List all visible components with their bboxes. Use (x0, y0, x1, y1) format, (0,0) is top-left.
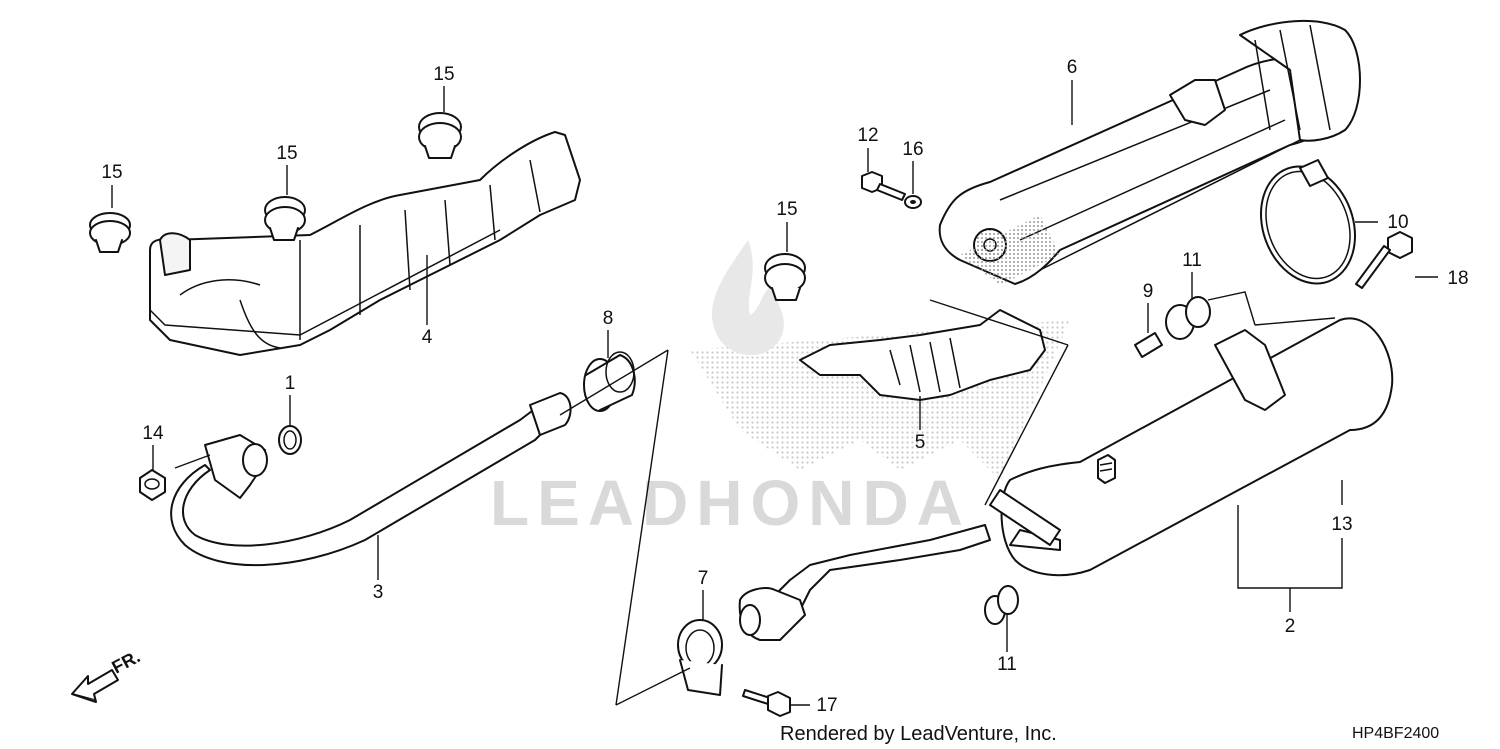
part-15-band-clamp-b (264, 196, 306, 241)
part-17-flange-bolt (742, 689, 791, 717)
callout-11-lower: 11 (997, 654, 1017, 675)
part-4-exhaust-pipe-protector (149, 131, 581, 356)
callout-12: 12 (857, 125, 878, 146)
callout-18: 18 (1447, 268, 1468, 289)
callout-15-c: 15 (433, 64, 454, 85)
front-arrow-icon (71, 669, 119, 703)
callout-15-d: 15 (776, 199, 797, 220)
front-direction-indicator: FR. (71, 646, 143, 703)
callout-14: 14 (142, 423, 164, 444)
callout-4: 4 (422, 327, 433, 348)
part-12-flange-bolt (861, 171, 906, 201)
callout-3: 3 (373, 582, 384, 603)
part-15-band-clamp-d (764, 253, 806, 301)
part-16-washer (904, 195, 922, 209)
part-11-grommet-lower (984, 585, 1019, 625)
callout-15-a: 15 (101, 162, 122, 183)
part-14-cap-nut (139, 469, 166, 501)
diagram-code: HP4BF2400 (1352, 725, 1439, 742)
part-15-band-clamp-a (89, 212, 131, 253)
part-9-collar (1134, 332, 1163, 358)
callout-16: 16 (902, 139, 923, 160)
callout-5: 5 (915, 432, 926, 453)
callout-6: 6 (1067, 57, 1078, 78)
part-15-band-clamp-c (418, 112, 462, 159)
rendered-by-credit: Rendered by LeadVenture, Inc. (780, 723, 1057, 745)
part-8-exhaust-gasket (583, 351, 636, 412)
part-11-grommet-upper (1165, 296, 1211, 340)
part-18-flange-bolt (1355, 231, 1413, 289)
callout-15-b: 15 (276, 143, 297, 164)
callout-8: 8 (603, 308, 614, 329)
part-5-exhaust-protector (799, 309, 1046, 401)
leader-lines (111, 80, 1438, 706)
part-2-muffler (738, 317, 1394, 641)
callout-17: 17 (816, 695, 837, 716)
callout-11-upper: 11 (1182, 250, 1202, 271)
callout-2: 2 (1285, 616, 1296, 637)
callout-13: 13 (1331, 514, 1352, 535)
part-10-muffler-band (1259, 159, 1357, 285)
part-1-exhaust-gasket (278, 425, 302, 455)
callout-1: 1 (285, 373, 296, 394)
callout-9: 9 (1143, 281, 1154, 302)
watermark-text: LEADHONDA (490, 467, 971, 539)
part-13-drain-bolt (1097, 454, 1116, 484)
part-3-exhaust-pipe (170, 392, 572, 567)
watermark-flame-logo (711, 240, 784, 356)
part-6-muffler-protector (938, 20, 1361, 285)
callout-labels: 15 15 15 15 6 12 16 10 11 9 18 8 4 1 14 … (101, 57, 1468, 716)
callout-10: 10 (1387, 212, 1408, 233)
callout-7: 7 (698, 568, 709, 589)
part-7-exhaust-joint-clamp (677, 619, 723, 696)
